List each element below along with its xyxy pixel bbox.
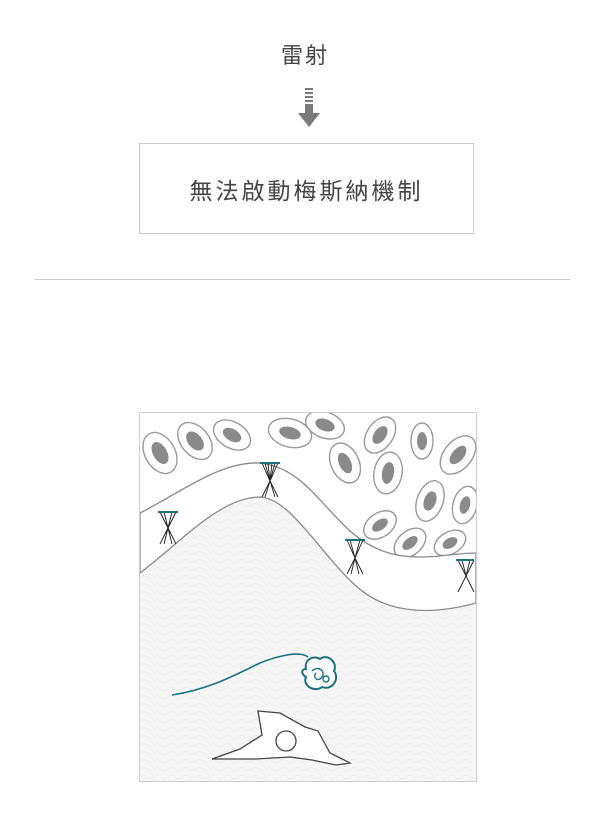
down-arrow-icon	[298, 88, 320, 127]
meissner-mechanism-label: 無法啟動梅斯納機制	[189, 178, 424, 205]
skin-illustration-panel	[139, 412, 477, 782]
meissner-mechanism-box: 無法啟動梅斯納機制	[139, 143, 474, 234]
section-divider	[35, 279, 570, 280]
epithelium-illustration	[140, 413, 476, 781]
cell-nucleus	[275, 730, 297, 752]
laser-heading: 雷射	[280, 44, 329, 69]
nerve-cell-icon	[301, 656, 338, 691]
skin-cells	[142, 413, 476, 559]
nerve-fiber	[171, 653, 309, 696]
cell-junctions	[158, 462, 475, 593]
